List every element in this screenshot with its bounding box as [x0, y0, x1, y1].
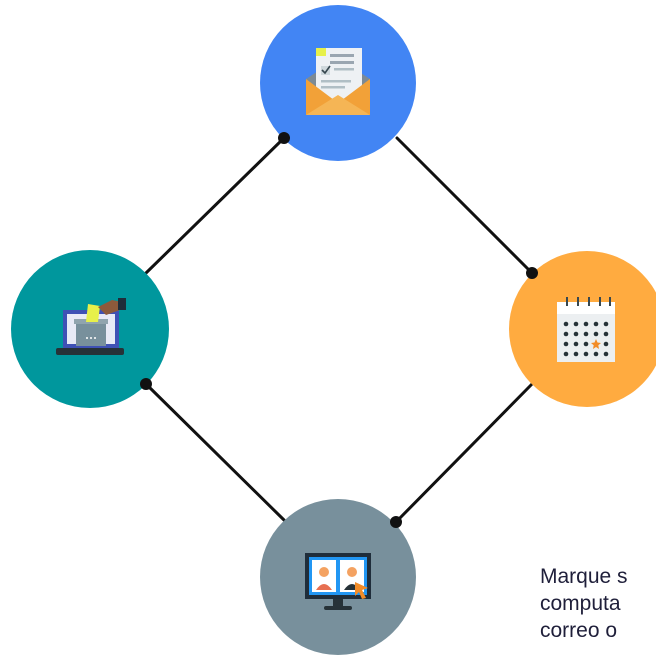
connector-dot-bottom-right	[390, 516, 402, 528]
node-top	[260, 5, 416, 161]
laptop-ballot-box-icon	[56, 298, 126, 355]
computer-video-voting-icon	[305, 553, 371, 610]
connector-dot-top-left	[278, 132, 290, 144]
connector-left-bottom	[144, 382, 286, 522]
node-right	[509, 251, 656, 407]
connector-top-left	[144, 136, 286, 275]
calendar-icon	[557, 297, 615, 362]
connector-dot-right-top	[526, 267, 538, 279]
caption-line-2: computa	[540, 592, 621, 615]
caption-line-1: Marque s	[540, 565, 628, 588]
node-bottom	[260, 499, 416, 655]
mail-ballot-icon	[306, 48, 370, 115]
connector-top-right	[395, 136, 534, 275]
node-left	[11, 250, 169, 408]
connector-dot-left-bottom	[140, 378, 152, 390]
connector-right-bottom	[394, 382, 534, 524]
caption-line-3: correo o	[540, 619, 618, 642]
caption-text: Marque s computa correo o	[540, 563, 656, 644]
